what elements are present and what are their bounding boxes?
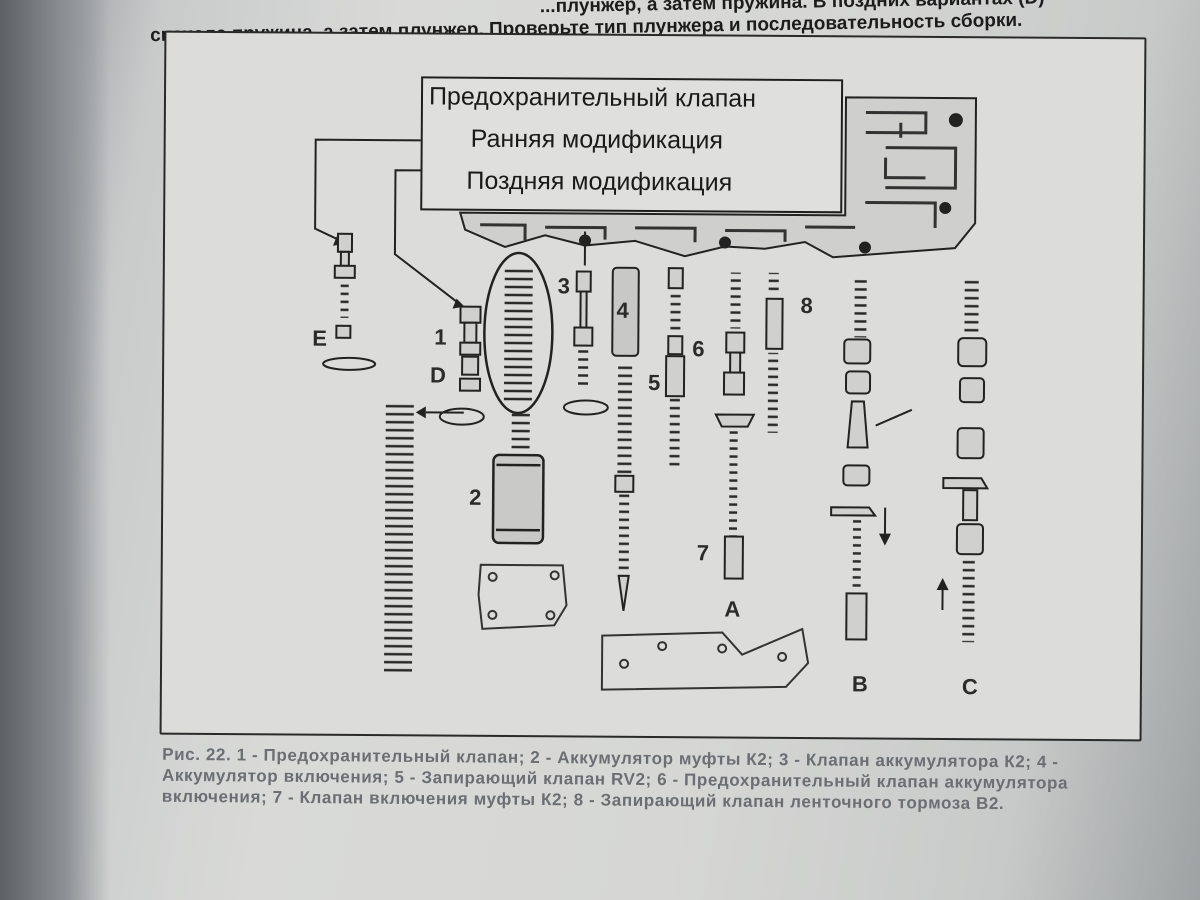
legend-box: Предохранительный клапан Ранняя модифика… [420,76,844,214]
label-4: 4 [616,297,629,323]
accumulator-2 [483,251,554,545]
valve-body-diagram [314,96,990,691]
valve-e-assembly [322,232,377,371]
valve-8-assembly [765,272,784,433]
label-6: 6 [692,336,705,362]
valve-3-4-assembly [562,266,640,611]
valve-1-assembly [438,305,485,426]
label-7: 7 [696,540,710,566]
legend-title: Предохранительный клапан [428,82,757,113]
valve-5-6-assembly [664,267,686,469]
label-e: E [312,325,328,351]
label-3: 3 [557,273,571,299]
label-1: 1 [434,324,447,350]
valve-b-assembly [830,277,878,641]
label-b: B [851,671,868,697]
gaskets [477,563,810,691]
long-spring [383,404,414,675]
valve-c-assembly [942,276,990,643]
label-5: 5 [647,369,661,396]
label-a: A [724,596,741,622]
label-c: C [961,674,978,700]
figure-caption: Рис. 22. 1 - Предохранительный клапан; 2… [161,744,1069,814]
label-2: 2 [469,484,482,510]
valve-7-assembly [714,272,756,580]
legend-early: Ранняя модификация [470,124,724,155]
legend-late: Поздняя модификация [466,166,733,197]
label-8: 8 [800,293,813,319]
page-shadow [0,0,110,900]
valve-plate [458,96,978,259]
label-d: D [429,362,447,388]
figure-frame: Предохранительный клапан Ранняя модифика… [159,30,1147,742]
